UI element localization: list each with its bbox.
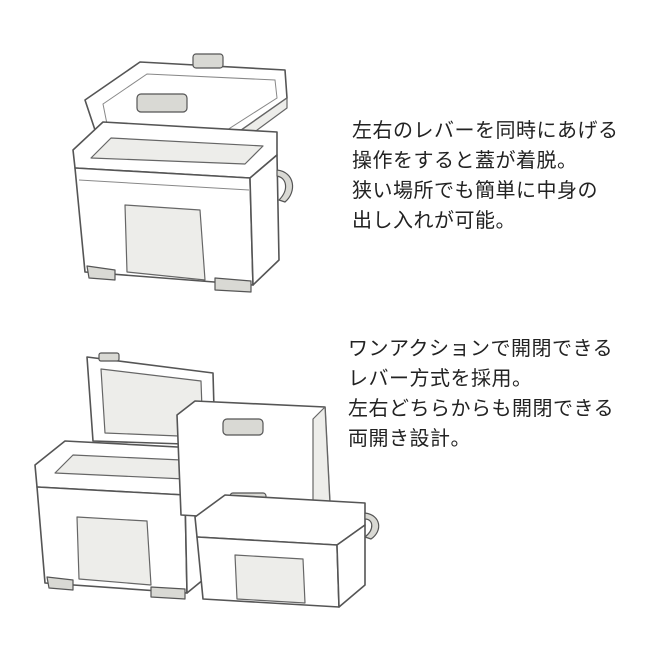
caption-bottom: ワンアクションで開閉できる レバー方式を採用。 左右どちらからも開閉できる 両開… xyxy=(348,333,614,453)
lid-center-handle xyxy=(136,93,188,113)
caption-bottom-line-1: ワンアクションで開閉できる xyxy=(348,336,614,360)
cooler-lid-detached-illustration xyxy=(72,53,294,293)
right-cooler xyxy=(176,400,380,608)
caption-top-line-2: 操作をすると蓋が着脱。 xyxy=(352,148,578,172)
caption-top-line-1: 左右のレバーを同時にあげる xyxy=(352,118,619,142)
right-side-handle xyxy=(364,512,380,540)
caption-bottom-line-3: 左右どちらからも開閉できる xyxy=(348,396,615,420)
side-handle xyxy=(276,169,294,203)
lid-top-handle xyxy=(192,53,224,69)
front-panel-recess xyxy=(124,204,206,281)
caption-top-line-3: 狭い場所でも簡単に中身の xyxy=(352,178,598,202)
caption-top: 左右のレバーを同時にあげる 操作をすると蓋が着脱。 狭い場所でも簡単に中身の 出… xyxy=(352,115,619,235)
caption-top-line-4: 出し入れが可能。 xyxy=(352,208,516,232)
cooler-open-lids-illustration xyxy=(34,352,380,608)
cooler-body xyxy=(72,121,294,293)
caption-bottom-line-4: 両開き設計。 xyxy=(348,426,471,450)
caption-bottom-line-2: レバー方式を採用。 xyxy=(348,366,533,390)
